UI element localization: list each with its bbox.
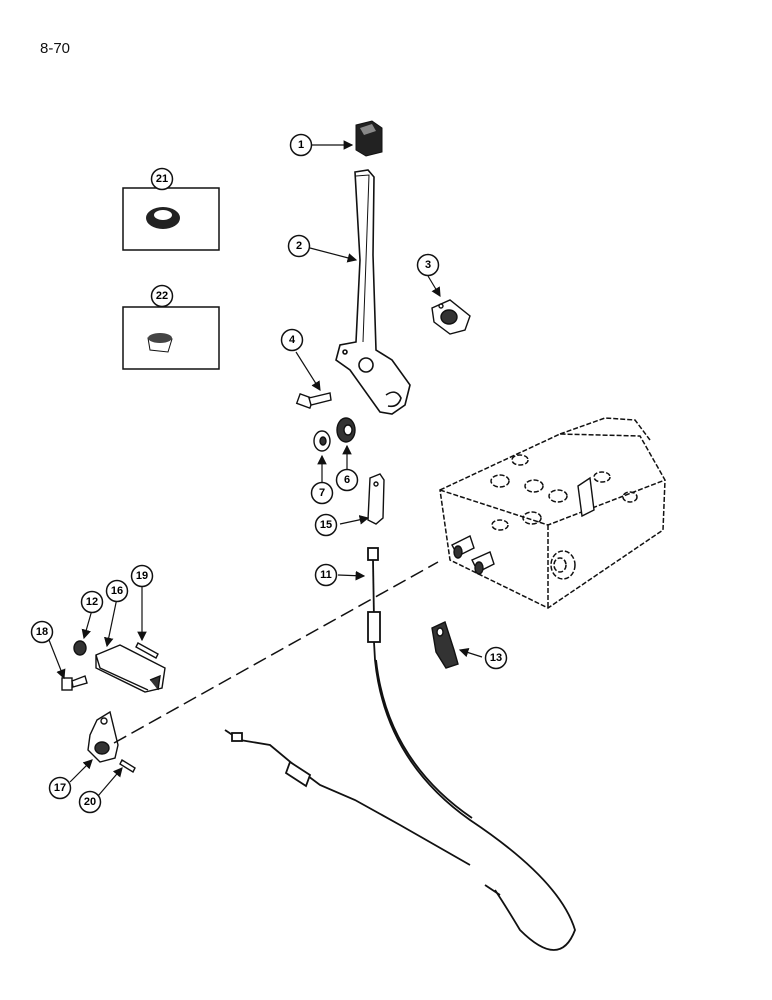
plug-box [122,306,220,370]
callout-22-label: 22 [156,290,168,302]
callout-21-label: 21 [156,173,168,185]
cable-part [224,547,576,951]
callout-3-label: 3 [425,259,431,271]
callout-12-label: 12 [86,596,98,608]
small-nut-part [73,640,87,656]
valve-spool-ends [451,476,595,575]
callout-19-label: 19 [136,570,148,582]
callout-1: 1 [289,133,313,157]
alignment-line [113,561,439,744]
callout-2-label: 2 [296,240,302,252]
leader-lines [48,140,483,797]
cotter-pin-part [135,642,159,659]
flange-bushing-part [431,299,471,335]
callout-2: 2 [287,234,311,258]
callout-22: 22 [150,284,174,308]
nut-part [336,417,356,443]
callout-13: 13 [484,646,508,670]
knob-part [355,120,383,157]
small-bolt-part [61,675,88,691]
callout-4-label: 4 [289,334,296,346]
callout-15-label: 15 [320,519,332,531]
callout-17: 17 [48,776,72,800]
callout-1-label: 1 [298,139,304,151]
callout-13-label: 13 [490,652,502,664]
callout-3: 3 [416,253,440,277]
callout-17-label: 17 [54,782,66,794]
callout-4: 4 [280,328,304,352]
seal-box [122,187,220,251]
page-number: 8-70 [40,40,71,57]
callout-15: 15 [314,513,338,537]
bolt-part [295,392,332,409]
callout-16: 16 [105,579,129,603]
callout-19: 19 [130,564,154,588]
plate-part [431,621,459,669]
callout-21: 21 [150,167,174,191]
callout-6-label: 6 [344,474,350,486]
callout-11: 11 [314,563,338,587]
callout-11-label: 11 [320,569,332,581]
callout-6: 6 [335,468,359,492]
callout-20: 20 [78,790,102,814]
washer-part [313,430,331,452]
clevis-part [95,644,166,693]
valve-body [439,417,666,609]
callout-7-label: 7 [319,487,325,499]
callout-20-label: 20 [84,796,96,808]
bracket-part [367,473,385,525]
callout-16-label: 16 [111,585,123,597]
callout-7: 7 [310,481,334,505]
roll-pin-part [119,759,136,773]
callout-18-label: 18 [36,626,48,638]
clamp-part [87,710,119,763]
callout-18: 18 [30,620,54,644]
lever-part [335,169,411,415]
callout-12: 12 [80,590,104,614]
